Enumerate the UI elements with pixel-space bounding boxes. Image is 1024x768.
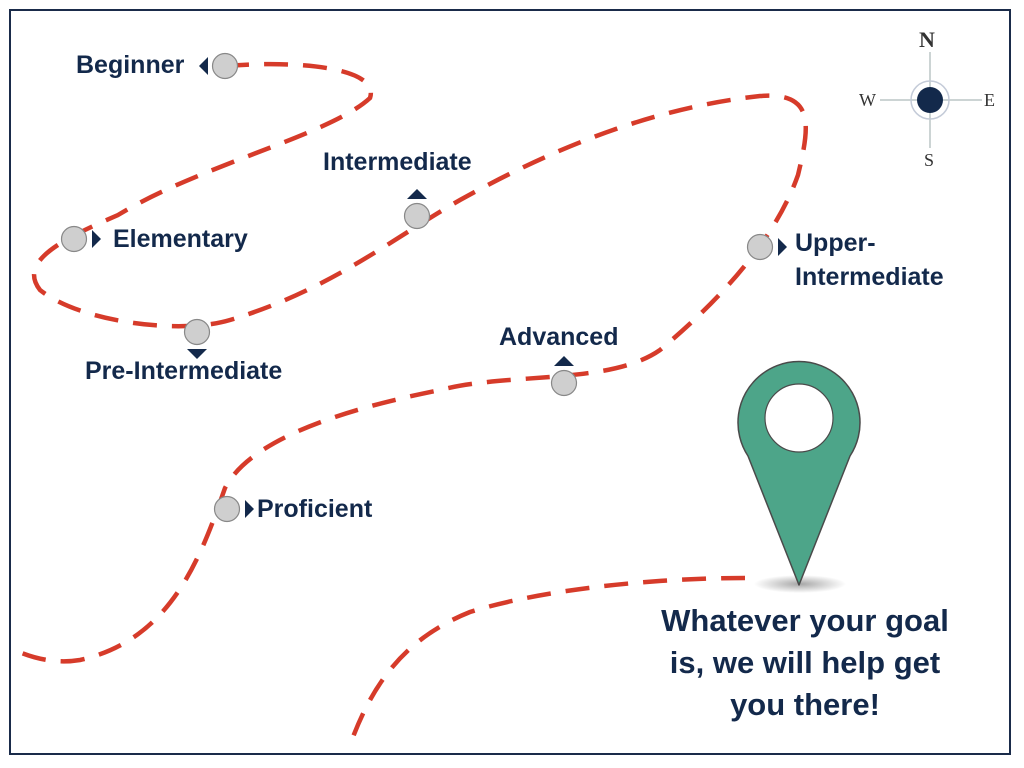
- level-label-intermediate: Intermediate: [323, 148, 472, 176]
- dashed-route-path-lower: [347, 575, 746, 746]
- elementary-node: [60, 225, 88, 253]
- level-label-advanced: Advanced: [499, 323, 619, 351]
- advanced-node: [550, 369, 578, 397]
- dashed-route-path: [9, 61, 808, 664]
- pre-intermediate-arrow-icon: [187, 349, 207, 359]
- intermediate-node: [403, 202, 431, 230]
- upper-intermediate-line-2: Intermediate: [795, 263, 944, 291]
- level-label-proficient: Proficient: [257, 495, 373, 523]
- upper-intermediate-line-1: Upper-: [795, 229, 876, 257]
- beginner-node: [211, 52, 239, 80]
- compass-west-label: W: [859, 90, 876, 110]
- elementary-arrow-icon: [92, 230, 101, 248]
- compass-icon: [880, 52, 982, 148]
- upper-intermediate-arrow-icon: [778, 238, 787, 256]
- advanced-arrow-icon: [554, 356, 574, 366]
- compass-east-label: E: [984, 90, 995, 110]
- slide-border: [9, 9, 1011, 755]
- compass-north-label: N: [919, 27, 935, 52]
- proficient-arrow-icon: [245, 500, 254, 518]
- goal-message: Whatever your goal is, we will help get …: [661, 603, 949, 722]
- compass-south-label: S: [924, 150, 935, 170]
- location-pin-icon: [737, 360, 861, 593]
- level-label-upper-intermediate: Upper- Intermediate: [795, 226, 944, 294]
- level-label-pre-intermediate: Pre-Intermediate: [85, 357, 283, 385]
- pre-intermediate-node: [183, 318, 211, 346]
- intermediate-arrow-icon: [407, 189, 427, 199]
- level-label-elementary: Elementary: [113, 225, 248, 253]
- beginner-arrow-icon: [199, 57, 208, 75]
- proficient-node: [213, 495, 241, 523]
- level-label-beginner: Beginner: [76, 51, 185, 79]
- upper-intermediate-node: [746, 233, 774, 261]
